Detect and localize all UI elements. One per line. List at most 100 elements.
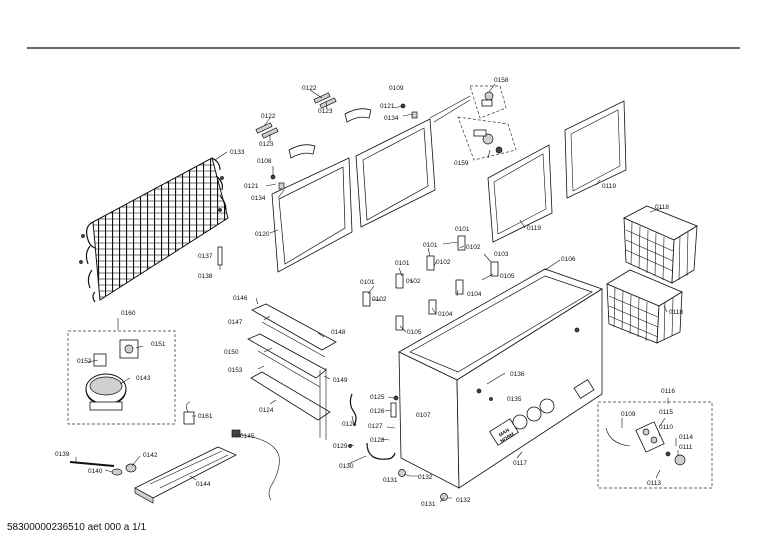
label-0117: 0117 <box>513 460 527 467</box>
label-0144: 0144 <box>196 481 211 488</box>
label-0102-c: 0102 <box>406 278 421 285</box>
label-0148: 0148 <box>331 329 346 336</box>
label-0146: 0146 <box>233 295 248 302</box>
label-0116: 0116 <box>661 388 675 395</box>
label-0101-b: 0101 <box>423 242 438 249</box>
basket-lower <box>606 269 683 344</box>
part-labels: 0158 0109 0121 0134 0122 0123 0159 0122 … <box>55 77 693 508</box>
label-0130: 0130 <box>339 463 354 470</box>
label-0101-a: 0101 <box>455 226 470 233</box>
label-0129: 0129 <box>333 443 348 450</box>
cabinet-hinge-brackets <box>362 235 499 331</box>
label-0104-b: 0104 <box>438 311 453 318</box>
label-0102-d: 0102 <box>372 296 387 303</box>
label-0107: 0107 <box>416 412 431 419</box>
electronics-group <box>597 401 713 489</box>
label-0150: 0150 <box>224 349 239 356</box>
label-0149: 0149 <box>333 377 348 384</box>
label-0123-b: 0123 <box>259 141 274 148</box>
label-0122-b: 0122 <box>261 113 276 120</box>
label-0123: 0123 <box>318 108 333 115</box>
label-0126: 0126 <box>370 408 385 415</box>
label-0143: 0143 <box>136 375 151 382</box>
label-0114: 0114 <box>679 434 693 441</box>
label-0159: 0159 <box>454 160 469 167</box>
label-0115: 0115 <box>659 409 673 416</box>
lid-right <box>355 118 436 228</box>
label-0118: 0118 <box>655 204 669 211</box>
label-0121-b: 0121 <box>244 183 259 190</box>
label-0137: 0137 <box>198 253 213 260</box>
label-0105-b: 0105 <box>407 329 422 336</box>
label-0101-c: 0101 <box>395 260 410 267</box>
label-0121: 0121 <box>380 103 395 110</box>
capacitor-and-cable <box>183 401 280 501</box>
badge-line-1: MAN <box>498 427 511 438</box>
label-0134: 0134 <box>384 115 399 122</box>
label-0105-a: 0105 <box>500 273 515 280</box>
label-0109-b: 0109 <box>621 411 636 418</box>
label-0152: 0152 <box>77 358 92 365</box>
label-0136: 0136 <box>510 371 525 378</box>
label-0109: 0109 <box>389 85 404 92</box>
label-0145: 0145 <box>240 433 255 440</box>
label-0161: 0161 <box>198 413 213 420</box>
coil-drain-tube <box>217 246 223 270</box>
label-0119: 0119 <box>527 225 541 232</box>
label-0113: 0113 <box>647 480 661 487</box>
label-0124: 0124 <box>259 407 274 414</box>
label-0133: 0133 <box>230 149 245 156</box>
base-plate <box>69 446 237 504</box>
seal-frame-2 <box>564 100 627 199</box>
leader-lines <box>75 83 679 503</box>
label-0118-b: 0118 <box>669 309 683 316</box>
freezer-cabinet: MAN NORM <box>398 268 603 489</box>
label-0104-a: 0104 <box>467 291 482 298</box>
drain-parts <box>348 393 448 501</box>
label-0132-b: 0132 <box>456 497 471 504</box>
label-0110: 0110 <box>659 424 673 431</box>
label-0111: 0111 <box>679 444 693 451</box>
label-0120: 0120 <box>255 231 270 238</box>
label-0134-b: 0134 <box>251 195 266 202</box>
rear-cover-panels <box>247 303 337 440</box>
label-0119-b: 0119 <box>602 183 616 190</box>
label-0142: 0142 <box>143 452 158 459</box>
basket-upper <box>623 205 698 284</box>
label-0127: 0127 <box>368 423 383 430</box>
document-id-footer: 58300000236510 aet 000 a 1/1 <box>7 522 147 533</box>
label-0125: 0125 <box>370 394 385 401</box>
label-0158: 0158 <box>494 77 509 84</box>
label-0103: 0103 <box>494 251 509 258</box>
label-0131-b: 0131 <box>421 501 436 508</box>
lock-assembly-bottom <box>457 116 517 161</box>
label-0124-b: 0124 <box>342 421 357 428</box>
label-0122: 0122 <box>302 85 317 92</box>
label-0147: 0147 <box>228 319 243 326</box>
handle-left <box>288 144 316 159</box>
label-0131: 0131 <box>383 477 398 484</box>
label-0102-a: 0102 <box>466 244 481 251</box>
condenser-coil <box>79 157 229 303</box>
lock-assembly-top <box>429 85 507 123</box>
handle-right <box>344 108 372 123</box>
label-0139: 0139 <box>55 451 70 458</box>
label-0153: 0153 <box>228 367 243 374</box>
label-0128: 0128 <box>370 437 385 444</box>
label-0101-d: 0101 <box>360 279 375 286</box>
label-0102-b: 0102 <box>436 259 451 266</box>
label-0151: 0151 <box>151 341 166 348</box>
control-knobs <box>512 398 555 430</box>
label-0138: 0138 <box>198 273 213 280</box>
label-0160: 0160 <box>121 310 136 317</box>
label-0132: 0132 <box>418 474 433 481</box>
lid-left <box>271 157 353 273</box>
compressor-group <box>67 330 176 425</box>
seal-frame-1 <box>487 144 553 243</box>
label-0135: 0135 <box>507 396 522 403</box>
label-0108: 0108 <box>257 158 272 165</box>
label-0140: 0140 <box>88 468 103 475</box>
label-0106: 0106 <box>561 256 576 263</box>
